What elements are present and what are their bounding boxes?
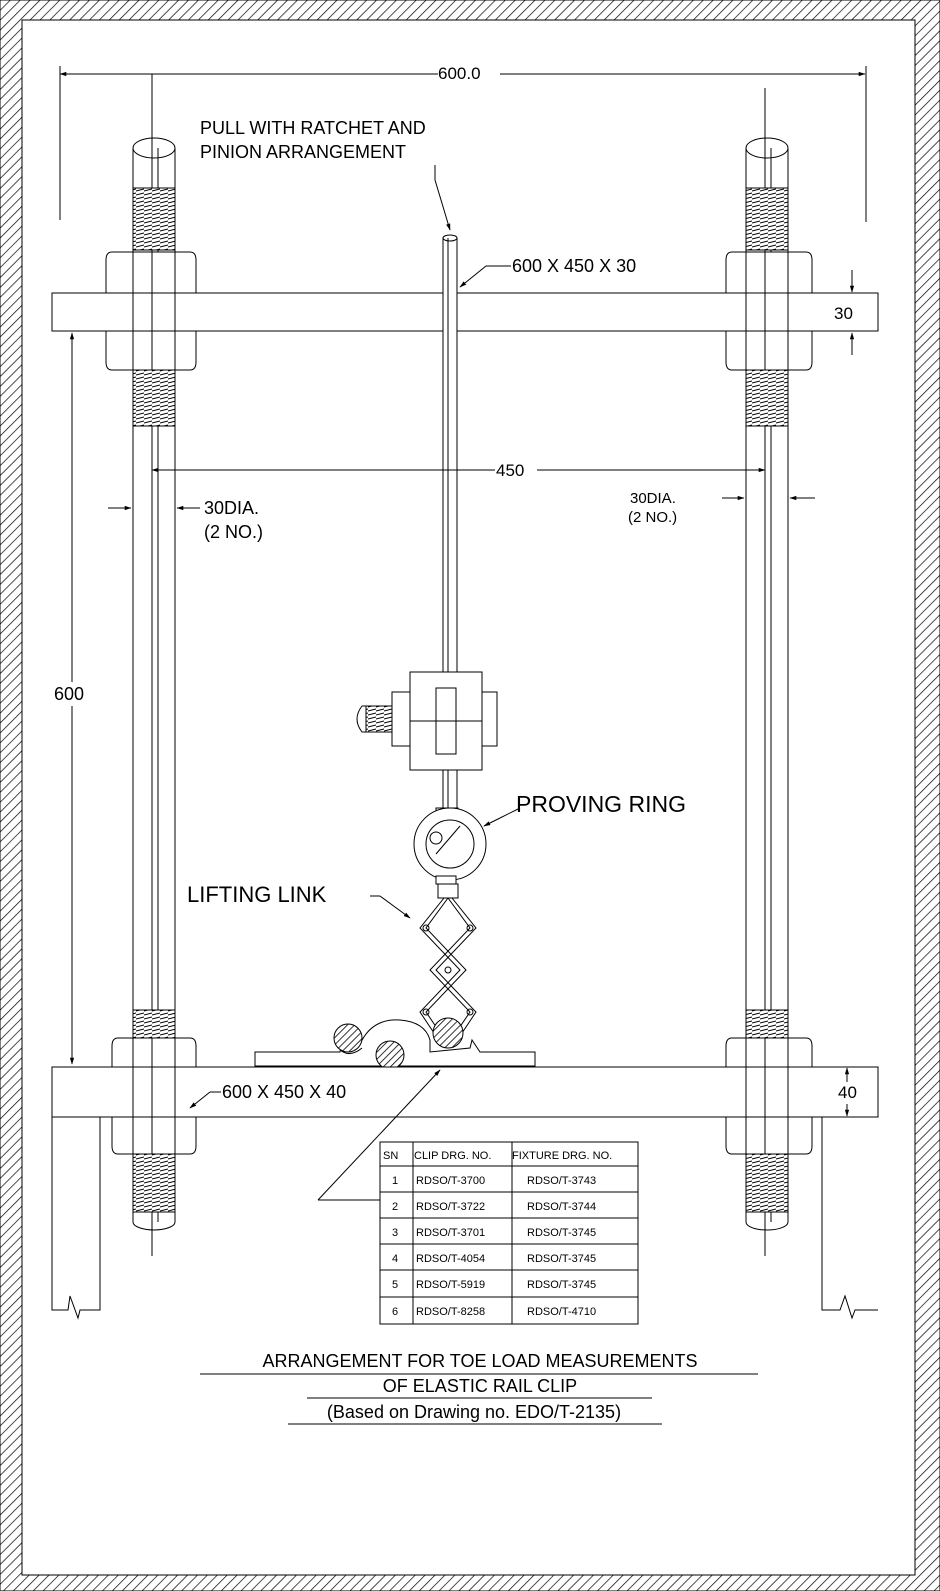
table-cell: RDSO/T-3722 (416, 1201, 485, 1213)
rod-spacing-label: 450 (496, 461, 524, 480)
top-plate (51, 292, 879, 332)
clip-fixture (254, 1017, 536, 1070)
lifting-link (419, 883, 477, 1043)
caption-line1: ARRANGEMENT FOR TOE LOAD MEASUREMENTS (262, 1351, 697, 1371)
lifting-link-label: LIFTING LINK (187, 882, 327, 907)
height-label: 600 (54, 684, 84, 704)
table-cell: RDSO/T-3700 (416, 1175, 485, 1187)
table-cell: RDSO/T-3743 (527, 1175, 596, 1187)
drawing-table-cells: SN CLIP DRG. NO. FIXTURE DRG. NO. 1 RDSO… (383, 1150, 612, 1318)
table-header: FIXTURE DRG. NO. (512, 1150, 612, 1162)
table-cell: 6 (392, 1306, 398, 1318)
table-cell: RDSO/T-4054 (416, 1253, 485, 1265)
table-header: SN (383, 1150, 398, 1162)
table-cell: RDSO/T-3744 (527, 1201, 596, 1213)
table-leader (317, 1069, 441, 1201)
top-plate-thickness-label: 30 (834, 304, 853, 323)
pull-label-line2: PINION ARRANGEMENT (200, 142, 406, 162)
left-rod-quantity-label: (2 NO.) (204, 522, 263, 542)
caption: ARRANGEMENT FOR TOE LOAD MEASUREMENTS OF… (200, 1351, 758, 1425)
table-cell: RDSO/T-3745 (527, 1227, 596, 1239)
overall-width-label: 600.0 (438, 64, 481, 83)
table-cell: RDSO/T-3745 (527, 1279, 596, 1291)
lifting-link-leader (370, 895, 411, 919)
table-cell: RDSO/T-3701 (416, 1227, 485, 1239)
right-rod-diameter-label: 30DIA. (630, 490, 676, 507)
drawing-table (379, 1141, 639, 1325)
proving-ring-leader (483, 807, 521, 827)
table-cell: 2 (392, 1201, 398, 1213)
top-plate-callout-leader (459, 265, 511, 288)
pull-label-line1: PULL WITH RATCHET AND (200, 118, 426, 138)
pull-leader (434, 165, 451, 231)
bottom-plate-callout-leader (189, 1091, 221, 1109)
table-cell: RDSO/T-4710 (527, 1306, 596, 1318)
caption-line3: (Based on Drawing no. EDO/T-2135) (327, 1402, 621, 1422)
proving-ring-label: PROVING RING (516, 791, 686, 817)
table-cell: 3 (392, 1227, 398, 1239)
table-header: CLIP DRG. NO. (414, 1150, 491, 1162)
proving-ring (413, 807, 487, 885)
overall-width-dimension (59, 66, 867, 222)
bottom-plate-callout: 600 X 450 X 40 (222, 1082, 346, 1102)
table-cell: 5 (392, 1279, 398, 1291)
table-cell: RDSO/T-8258 (416, 1306, 485, 1318)
top-plate-callout: 600 X 450 X 30 (512, 256, 636, 276)
right-rod-quantity-label: (2 NO.) (628, 509, 677, 526)
bottom-plate (51, 1066, 879, 1118)
ratchet-block (356, 671, 498, 771)
bottom-plate-thickness-label: 40 (838, 1083, 857, 1102)
left-rod-diameter-label: 30DIA. (204, 498, 259, 518)
table-cell: RDSO/T-3745 (527, 1253, 596, 1265)
table-cell: RDSO/T-5919 (416, 1279, 485, 1291)
caption-line2: OF ELASTIC RAIL CLIP (383, 1376, 577, 1396)
table-cell: 4 (392, 1253, 398, 1265)
table-cell: 1 (392, 1175, 398, 1187)
support-legs (51, 1117, 878, 1320)
